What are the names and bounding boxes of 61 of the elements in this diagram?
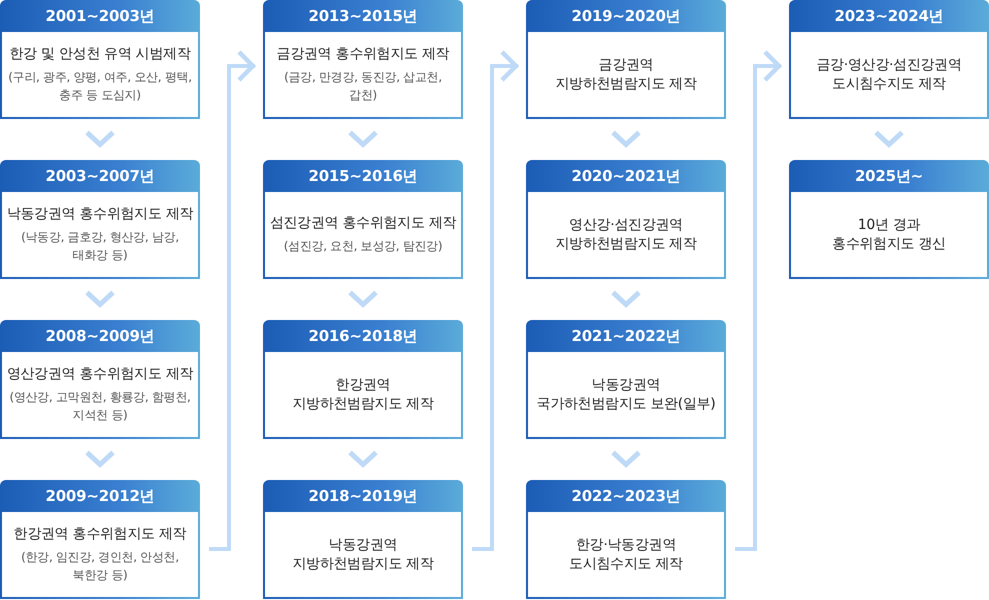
year-label: 2022~2023년 [571,487,681,505]
chevron-arrow [611,130,641,148]
chevron-arrow [85,290,115,308]
year-label: 2021~2022년 [571,327,681,345]
chevron-arrow [85,130,115,148]
title-text: 한강·낙동강권역 도시침수지도 제작 [569,536,683,574]
title-text: 낙동강권역 국가하천범람지도 보완(일부) [536,376,716,414]
timeline-card [263,320,463,439]
year-label: 2001~2003년 [45,7,155,25]
timeline-card [526,0,726,119]
title-text: 낙동강권역 지방하천범람지도 제작 [292,536,434,574]
year-label: 2009~2012년 [45,487,155,505]
detail-text: (한강, 임진강, 경인천, 안성천, 북한강 등) [21,549,179,584]
timeline-card [526,480,726,599]
year-label: 2013~2015년 [308,7,418,25]
title-text: 금강·영산강·섬진강권역 도시침수지도 제작 [816,56,962,94]
year-label: 2016~2018년 [308,327,418,345]
chevron-arrow [611,290,641,308]
chevron-arrow [348,290,378,308]
year-label: 2020~2021년 [571,167,681,185]
year-label: 2008~2009년 [45,327,155,345]
timeline-card [526,320,726,439]
title-text: 한강권역 홍수위험지도 제작 [14,525,186,544]
timeline-card [0,480,200,599]
timeline-card [789,0,989,119]
title-text: 영산강권역 홍수위험지도 제작 [6,365,194,384]
year-label: 2018~2019년 [308,487,418,505]
detail-text: (섬진강, 요천, 보성강, 탐진강) [284,238,442,255]
year-label: 2019~2020년 [571,7,681,25]
timeline-card [789,160,989,279]
chevron-arrow [348,130,378,148]
year-label: 2023~2024년 [834,7,944,25]
detail-text: (영산강, 고막원천, 황룡강, 함평천, 지석천 등) [9,389,191,424]
arrow [735,50,782,551]
year-label: 2025년~ [854,167,924,185]
title-text: 금강권역 홍수위험지도 제작 [276,45,450,64]
timeline-card [263,160,463,279]
title-text: 낙동강권역 홍수위험지도 제작 [6,205,194,224]
timeline-card [526,160,726,279]
title-text: 섬진강권역 홍수위험지도 제작 [270,214,456,233]
timeline-card [0,0,200,119]
year-label: 2015~2016년 [308,167,418,185]
detail-text: (낙동강, 금호강, 형산강, 남강, 태화강 등) [21,229,179,264]
title-text: 금강권역 지방하천범람지도 제작 [555,56,697,94]
timeline-card [0,320,200,439]
chevron-arrow [874,130,904,148]
arrow [472,50,518,551]
title-text: 영산강·섬진강권역 지방하천범람지도 제작 [555,216,697,254]
timeline-card [0,160,200,279]
chevron-arrow [348,450,378,468]
title-text: 한강권역 지방하천범람지도 제작 [292,376,434,414]
timeline-card [263,0,463,119]
detail-text: (구리, 광주, 양평, 여주, 오산, 평택, 충주 등 도심지) [8,69,192,104]
title-text: 한강 및 안성천 유역 시범제작 [9,45,190,64]
timeline-card [263,480,463,599]
chevron-arrow [85,450,115,468]
detail-text: (금강, 만경강, 동진강, 삽교천, 갑천) [284,69,442,104]
arrow [209,50,256,551]
title-text: 10년 경과 홍수위험지도 갱신 [832,216,946,254]
chevron-arrow [611,450,641,468]
year-label: 2003~2007년 [45,167,155,185]
